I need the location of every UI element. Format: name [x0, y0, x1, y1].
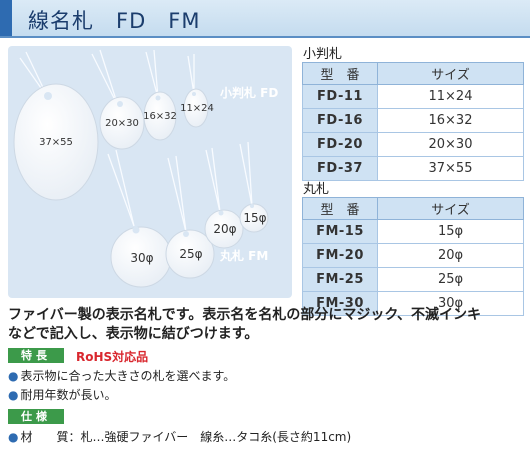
oval-tag-16x32 — [143, 91, 177, 141]
description-line: ファイバー製の表示名札です。表示名を名札の部分にマジック、不滅インキ — [8, 307, 482, 323]
oval-tag-20x30 — [99, 96, 145, 150]
product-photo-drawing: 37×55 20×30 16×32 11×24 30φ 25φ 20φ 15φ … — [13, 49, 278, 288]
feature-item: ●表示物に合った大きさの札を選べます。 — [8, 367, 235, 384]
size-cell: 20φ — [377, 243, 524, 268]
round-tag-25 — [165, 229, 215, 279]
feature-text: 表示物に合った大きさの札を選べます。 — [20, 369, 236, 383]
bullet-icon: ● — [8, 369, 19, 383]
model-cell: FM-15 — [302, 219, 378, 244]
size-cell: 11×24 — [377, 84, 524, 109]
bullet-icon: ● — [8, 430, 19, 444]
col-header-size: サイズ — [377, 62, 524, 85]
col-header-size: サイズ — [377, 197, 524, 220]
material-text: 材 質：札…強硬ファイバー 線糸…タコ糸(長さ約11cm) — [20, 430, 352, 444]
round-size-label: 15φ — [243, 211, 266, 225]
oval-tag-37x55 — [13, 83, 99, 201]
oval-size-label: 16×32 — [143, 111, 177, 122]
model-cell: FM-25 — [302, 267, 378, 292]
col-header-model: 型 番 — [302, 197, 378, 220]
oval-tag-11x24 — [183, 88, 209, 128]
size-cell: 37×55 — [377, 156, 524, 181]
round-tag-15 — [239, 203, 269, 233]
product-description: ファイバー製の表示名札です。表示名を名札の部分にマジック、不滅インキ などで記入… — [8, 306, 523, 344]
model-cell: FM-20 — [302, 243, 378, 268]
rohs-label: RoHS対応品 — [76, 350, 149, 364]
product-photo: 37×55 20×30 16×32 11×24 30φ 25φ 20φ 15φ … — [8, 46, 292, 298]
oval-group-label: 小判札 FD — [220, 85, 278, 100]
round-group-label: 丸札 FM — [219, 248, 268, 263]
features-badge: 特長 — [8, 348, 64, 363]
description-line: などで記入し、表示物に結びつけます。 — [8, 326, 259, 342]
round-size-label: 25φ — [179, 247, 202, 261]
title-bar: 線名札 FD FM — [0, 0, 530, 38]
specs-badge: 仕様 — [8, 409, 64, 424]
title-accent-bar — [0, 0, 12, 36]
model-cell: FD-16 — [302, 108, 378, 133]
bullet-icon: ● — [8, 388, 19, 402]
round-size-label: 30φ — [130, 251, 153, 265]
oval-size-label: 20×30 — [105, 118, 139, 129]
size-cell: 30φ — [377, 291, 524, 316]
oval-table-caption: 小判札 — [303, 47, 343, 62]
round-table-caption: 丸札 — [303, 182, 330, 197]
size-cell: 20×30 — [377, 132, 524, 157]
oval-size-label: 11×24 — [180, 103, 214, 114]
material-spec: ●材 質：札…強硬ファイバー 線糸…タコ糸(長さ約11cm) — [8, 428, 351, 445]
model-cell: FD-20 — [302, 132, 378, 157]
round-tag-20 — [204, 209, 244, 249]
size-cell: 15φ — [377, 219, 524, 244]
round-size-label: 20φ — [213, 222, 236, 236]
feature-text: 耐用年数が長い。 — [20, 388, 117, 402]
oval-size-label: 37×55 — [39, 137, 73, 148]
feature-item: ●耐用年数が長い。 — [8, 386, 117, 403]
model-cell: FM-30 — [302, 291, 378, 316]
size-cell: 16×32 — [377, 108, 524, 133]
col-header-model: 型 番 — [302, 62, 378, 85]
model-cell: FD-11 — [302, 84, 378, 109]
page-title: 線名札 FD FM — [28, 9, 201, 33]
model-cell: FD-37 — [302, 156, 378, 181]
size-cell: 25φ — [377, 267, 524, 292]
